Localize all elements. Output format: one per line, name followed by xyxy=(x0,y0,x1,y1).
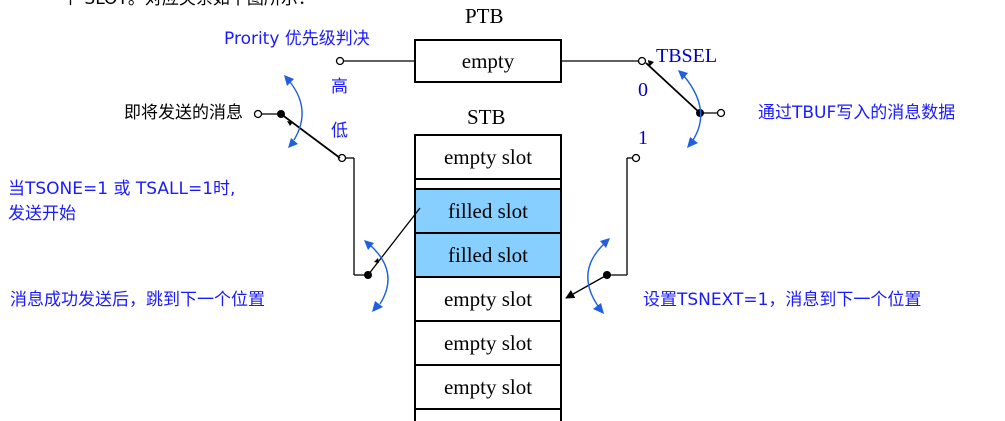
tsnext-label: 设置TSNEXT=1，消息到下一个位置 xyxy=(643,290,922,310)
stb-slot-label: empty slot xyxy=(443,287,533,311)
stb-title: STB xyxy=(467,105,506,129)
top-clipped-caption: 个 SLOT。对应关系如下图所示： xyxy=(62,0,315,8)
tbuf-input-terminal xyxy=(716,108,726,118)
message-to-send-label: 即将发送的消息 xyxy=(124,103,243,123)
stb-slot-label: empty slot xyxy=(443,375,533,399)
after-success-label: 消息成功发送后，跳到下一个位置 xyxy=(10,290,265,310)
stb-slot-5 xyxy=(414,320,562,366)
right-zero-terminal xyxy=(637,56,647,66)
stb-slot-label: filled slot xyxy=(448,243,528,267)
tbsel-label: TBSEL xyxy=(656,45,718,67)
tbuf-data-label: 通过TBUF写入的消息数据 xyxy=(758,103,956,123)
send-start-line2: 发送开始 xyxy=(8,204,76,224)
stb-slot-6 xyxy=(414,364,562,410)
send-start-line1: 当TSONE=1 或 TSALL=1时, xyxy=(8,179,236,199)
left-advance-rotation-arrow xyxy=(369,244,389,305)
ptb-title: PTB xyxy=(465,4,504,28)
stb-slot-1 xyxy=(414,134,562,180)
zero-label: 0 xyxy=(638,79,648,101)
one-label: 1 xyxy=(638,127,648,149)
stb-slot-label: empty slot xyxy=(443,145,533,169)
high-label: 高 xyxy=(331,77,348,97)
blue-rotation-arrows xyxy=(284,70,702,314)
low-label: 低 xyxy=(331,121,348,141)
stb-slot-3 xyxy=(414,232,562,278)
tsnext-rotation-arrow xyxy=(587,243,605,307)
stb-stack xyxy=(414,134,562,421)
priority-label: Prority 优先级判决 xyxy=(224,29,370,49)
left-high-terminal xyxy=(335,56,345,66)
stb-slot-label: filled slot xyxy=(448,199,528,223)
ptb-label: empty xyxy=(461,49,515,73)
left-switch-rotation-arrow xyxy=(289,81,303,141)
tbsel-rotation-arrow xyxy=(683,75,702,141)
stb-slot-label: empty slot xyxy=(443,331,533,355)
left-wiring xyxy=(253,56,421,279)
right-one-terminal xyxy=(631,153,641,163)
message-input-terminal xyxy=(253,109,263,119)
